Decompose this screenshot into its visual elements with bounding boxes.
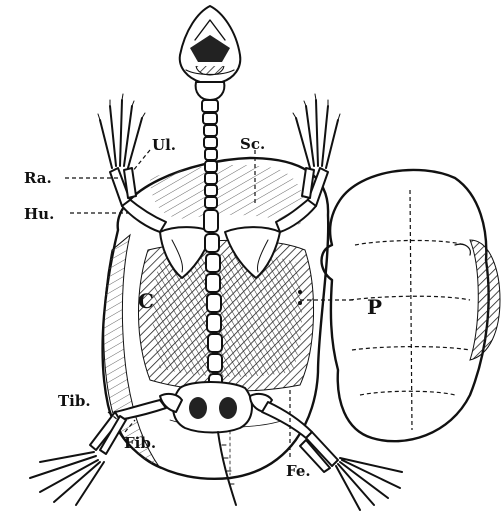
label-scapula: Sc. — [240, 135, 265, 153]
right-hindlimb — [262, 402, 402, 510]
label-humerus: Hu. — [24, 205, 54, 223]
label-fibula: Fib. — [124, 434, 156, 452]
skull — [180, 6, 241, 100]
tail — [218, 432, 236, 505]
label-ulna: Ul. — [152, 136, 176, 154]
left-forelimb — [98, 94, 166, 232]
label-plastron: P — [367, 295, 382, 319]
label-femur: Fe. — [286, 462, 311, 480]
label-radius: Ra. — [24, 169, 52, 187]
plastron — [322, 170, 501, 441]
label-tibia: Tib. — [58, 392, 91, 410]
cervical-vertebrae — [202, 100, 218, 208]
label-carapace: C — [138, 289, 154, 313]
